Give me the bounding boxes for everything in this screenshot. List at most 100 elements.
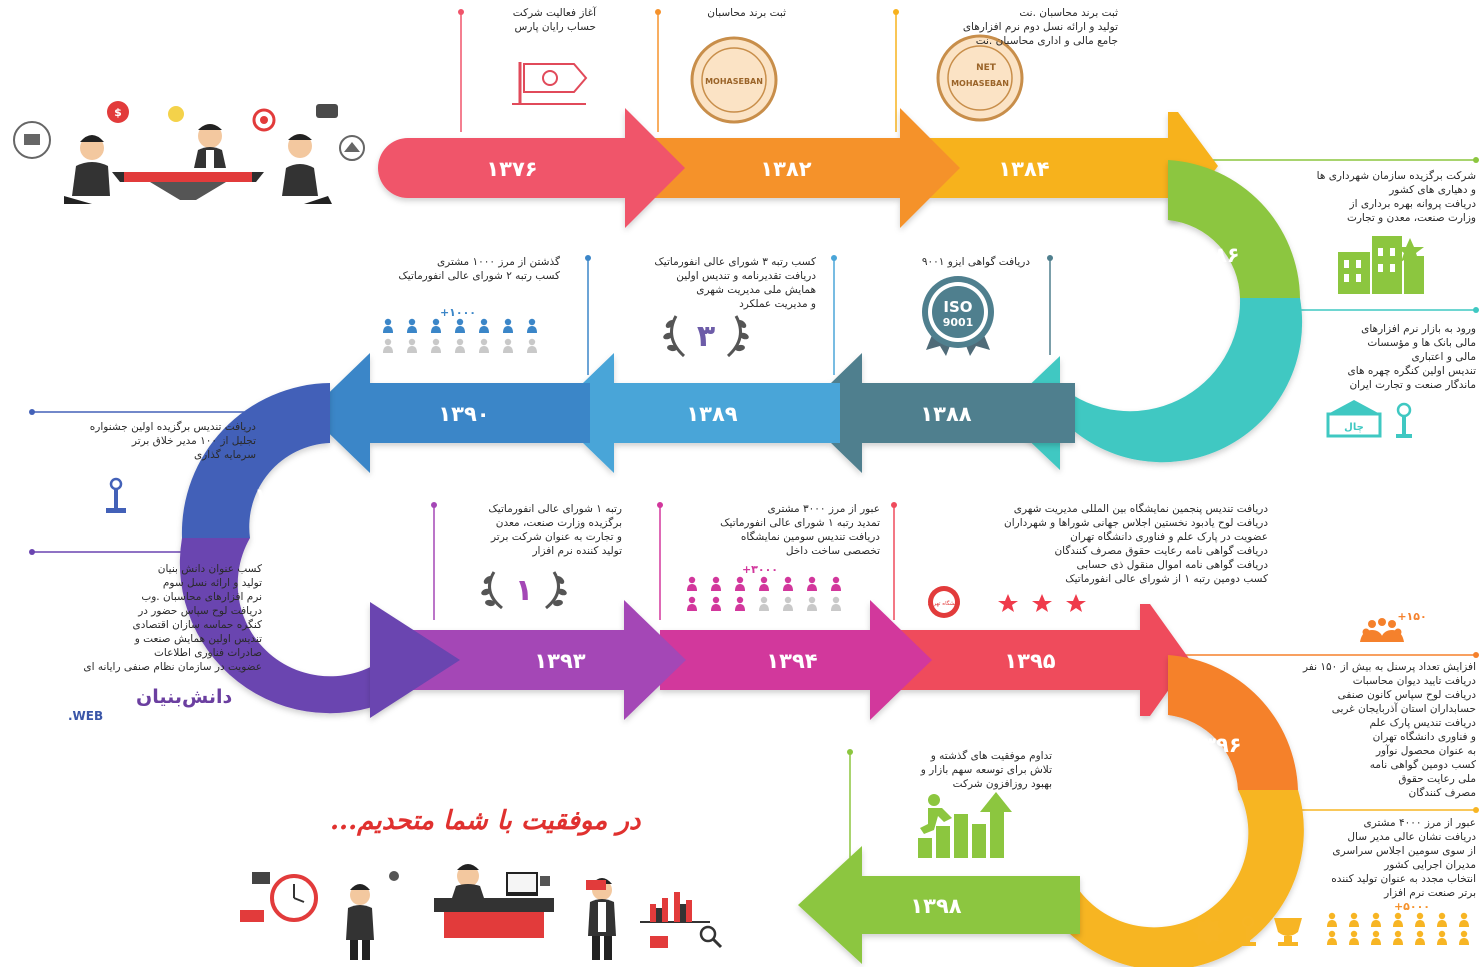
- note-line: دریافت تندیس پنجمین نمایشگاه بین المللی …: [1013, 503, 1268, 515]
- person-icon: [1415, 920, 1425, 927]
- person-icon: [1371, 938, 1381, 945]
- person-icon: [407, 326, 417, 333]
- note-line: از سوی سومین اجلاس سراسری: [1332, 845, 1476, 857]
- person-icon: [408, 338, 416, 346]
- note-line: دریافت لوح سپاس حضور در: [138, 605, 262, 617]
- person-icon: [1328, 930, 1336, 938]
- note-1376: آغاز فعالیت شرکت حساب رایان پارس: [462, 6, 596, 34]
- person-icon: [832, 576, 840, 584]
- person-icon: [783, 604, 793, 611]
- arrow-1397: [1070, 790, 1304, 967]
- arrow-1392: [179, 538, 410, 714]
- person-icon: [1438, 930, 1446, 938]
- note-line: دریافت تایید دیوان محاسبات: [1352, 675, 1476, 687]
- arrow-1389: [552, 353, 840, 473]
- svg-text:چال: چال: [1344, 422, 1364, 433]
- arrow-1390: [308, 353, 590, 473]
- year-label: ۱۳۹۸: [910, 894, 961, 918]
- year-label: ۱۳۸۸: [920, 402, 971, 426]
- note-line: ورود به بازار نرم افزارهای: [1361, 323, 1476, 335]
- person-icon: [528, 318, 536, 326]
- note-line: مصرف کنندگان: [1408, 787, 1476, 799]
- person-icon: [527, 346, 537, 353]
- arrow-1398: [798, 846, 1080, 964]
- note-line: و مدیریت عملکرد: [739, 298, 816, 310]
- note-line: دریافت لوح یادبود نخستین اجلاس جهانی شور…: [1004, 517, 1268, 529]
- svg-text:$: $: [114, 106, 122, 119]
- person-icon: [808, 576, 816, 584]
- star-icon: [998, 594, 1086, 612]
- person-icon: [383, 326, 393, 333]
- person-icon: [431, 326, 441, 333]
- note-line: ثبت برند محاسبان .نت: [1019, 7, 1118, 19]
- laurel-rank-icon: ۳: [663, 315, 749, 358]
- person-icon: [783, 584, 793, 591]
- note-line: کسب عنوان دانش بنیان: [157, 563, 262, 575]
- arrow-1391: [181, 383, 330, 538]
- note-line: نرم افزارهای محاسبان .وب: [141, 591, 262, 603]
- note-line: برگزیده وزارت صنعت، معدن: [495, 517, 622, 529]
- year-label: ۱۳۹۱: [254, 484, 305, 508]
- person-icon: [1437, 920, 1447, 927]
- year-label: ۱۳۸۹: [686, 402, 737, 426]
- arrow-1388: [800, 353, 1075, 473]
- person-icon: [687, 584, 697, 591]
- brand-text: دانش‌بنیان: [136, 686, 233, 708]
- person-icon: [1328, 912, 1336, 920]
- year-label: ۱۳۸۶: [1188, 243, 1239, 267]
- people-icon: [383, 318, 537, 353]
- note-line: تندیس اولین همایش صنعت و: [134, 633, 262, 645]
- person-icon: [1459, 938, 1469, 945]
- person-icon: [832, 596, 840, 604]
- person-icon: [408, 318, 416, 326]
- person-icon: [503, 346, 513, 353]
- arrow-1395: [900, 604, 1190, 716]
- connector-lines: [29, 9, 1479, 860]
- person-icon: [736, 596, 744, 604]
- note-line: دریافت نشان عالی مدیر سال: [1347, 831, 1476, 843]
- note-line: کسب دومین گواهی نامه: [1369, 759, 1476, 771]
- person-icon: [760, 576, 768, 584]
- person-icon: [528, 338, 536, 346]
- note-line: دریافت پروانه بهره برداری از: [1349, 198, 1476, 210]
- year-label: ۱۳۹۳: [534, 649, 585, 673]
- person-icon: [712, 596, 720, 604]
- web-logo-text: .WEB: [68, 709, 104, 723]
- note-line: کسب رتبه ۲ شورای عالی انفورماتیک: [398, 270, 560, 282]
- row2-arrows: [308, 353, 1075, 473]
- note-1398: تداوم موفقیت های گذشته و تلاش برای توسعه…: [860, 749, 1052, 791]
- note-line: وزارت صنعت، معدن و تجارت: [1346, 212, 1476, 224]
- person-icon: [504, 338, 512, 346]
- note-1382: ثبت برند محاسبان: [660, 6, 786, 20]
- person-icon: [1438, 912, 1446, 920]
- note-line: کسب رتبه ۳ شورای عالی انفورماتیک: [654, 256, 816, 268]
- person-icon: [735, 584, 745, 591]
- person-icon: [1393, 938, 1403, 945]
- year-label: ۱۳۹۶: [1190, 733, 1241, 757]
- person-icon: [1371, 920, 1381, 927]
- person-icon: [1416, 930, 1424, 938]
- curve-right-2: [1070, 655, 1304, 967]
- note-line: همایش ملی مدیریت شهری: [696, 284, 816, 296]
- note-1394: عبور از مرز ۳۰۰۰ مشتری تمدید رتبه ۱ شورا…: [664, 502, 880, 558]
- note-line: افزایش تعداد پرسنل به بیش از ۱۵۰ نفر: [1302, 661, 1476, 673]
- laurel-rank-icon: ۱: [481, 571, 567, 610]
- note-line: عبور از مرز ۴۰۰۰ مشتری: [1363, 817, 1477, 829]
- person-icon: [784, 576, 792, 584]
- medal-icon: [106, 477, 126, 513]
- year-label: ۱۳۹۵: [1004, 649, 1055, 673]
- note-line: عضویت در پارک علم و فناوری دانشگاه تهران: [1070, 531, 1268, 543]
- counter-5000: +۵۰۰۰: [1394, 900, 1430, 913]
- person-icon: [760, 596, 768, 604]
- year-label: ۱۳۹۰: [438, 402, 489, 426]
- arrow-1396: [1168, 655, 1298, 790]
- person-icon: [1460, 912, 1468, 920]
- note-line: دریافت گواهی نامه اموال منقول ذی حسابی: [1076, 559, 1268, 571]
- running-man-icon: [918, 792, 1012, 858]
- note-line: تمدید رتبه ۱ شورای عالی انفورماتیک: [720, 517, 880, 529]
- person-icon: [687, 604, 697, 611]
- svg-text:NET: NET: [976, 63, 997, 73]
- arrow-1376: [378, 108, 685, 228]
- iso-badge-icon: ISO 9001: [922, 276, 994, 356]
- person-icon: [759, 584, 769, 591]
